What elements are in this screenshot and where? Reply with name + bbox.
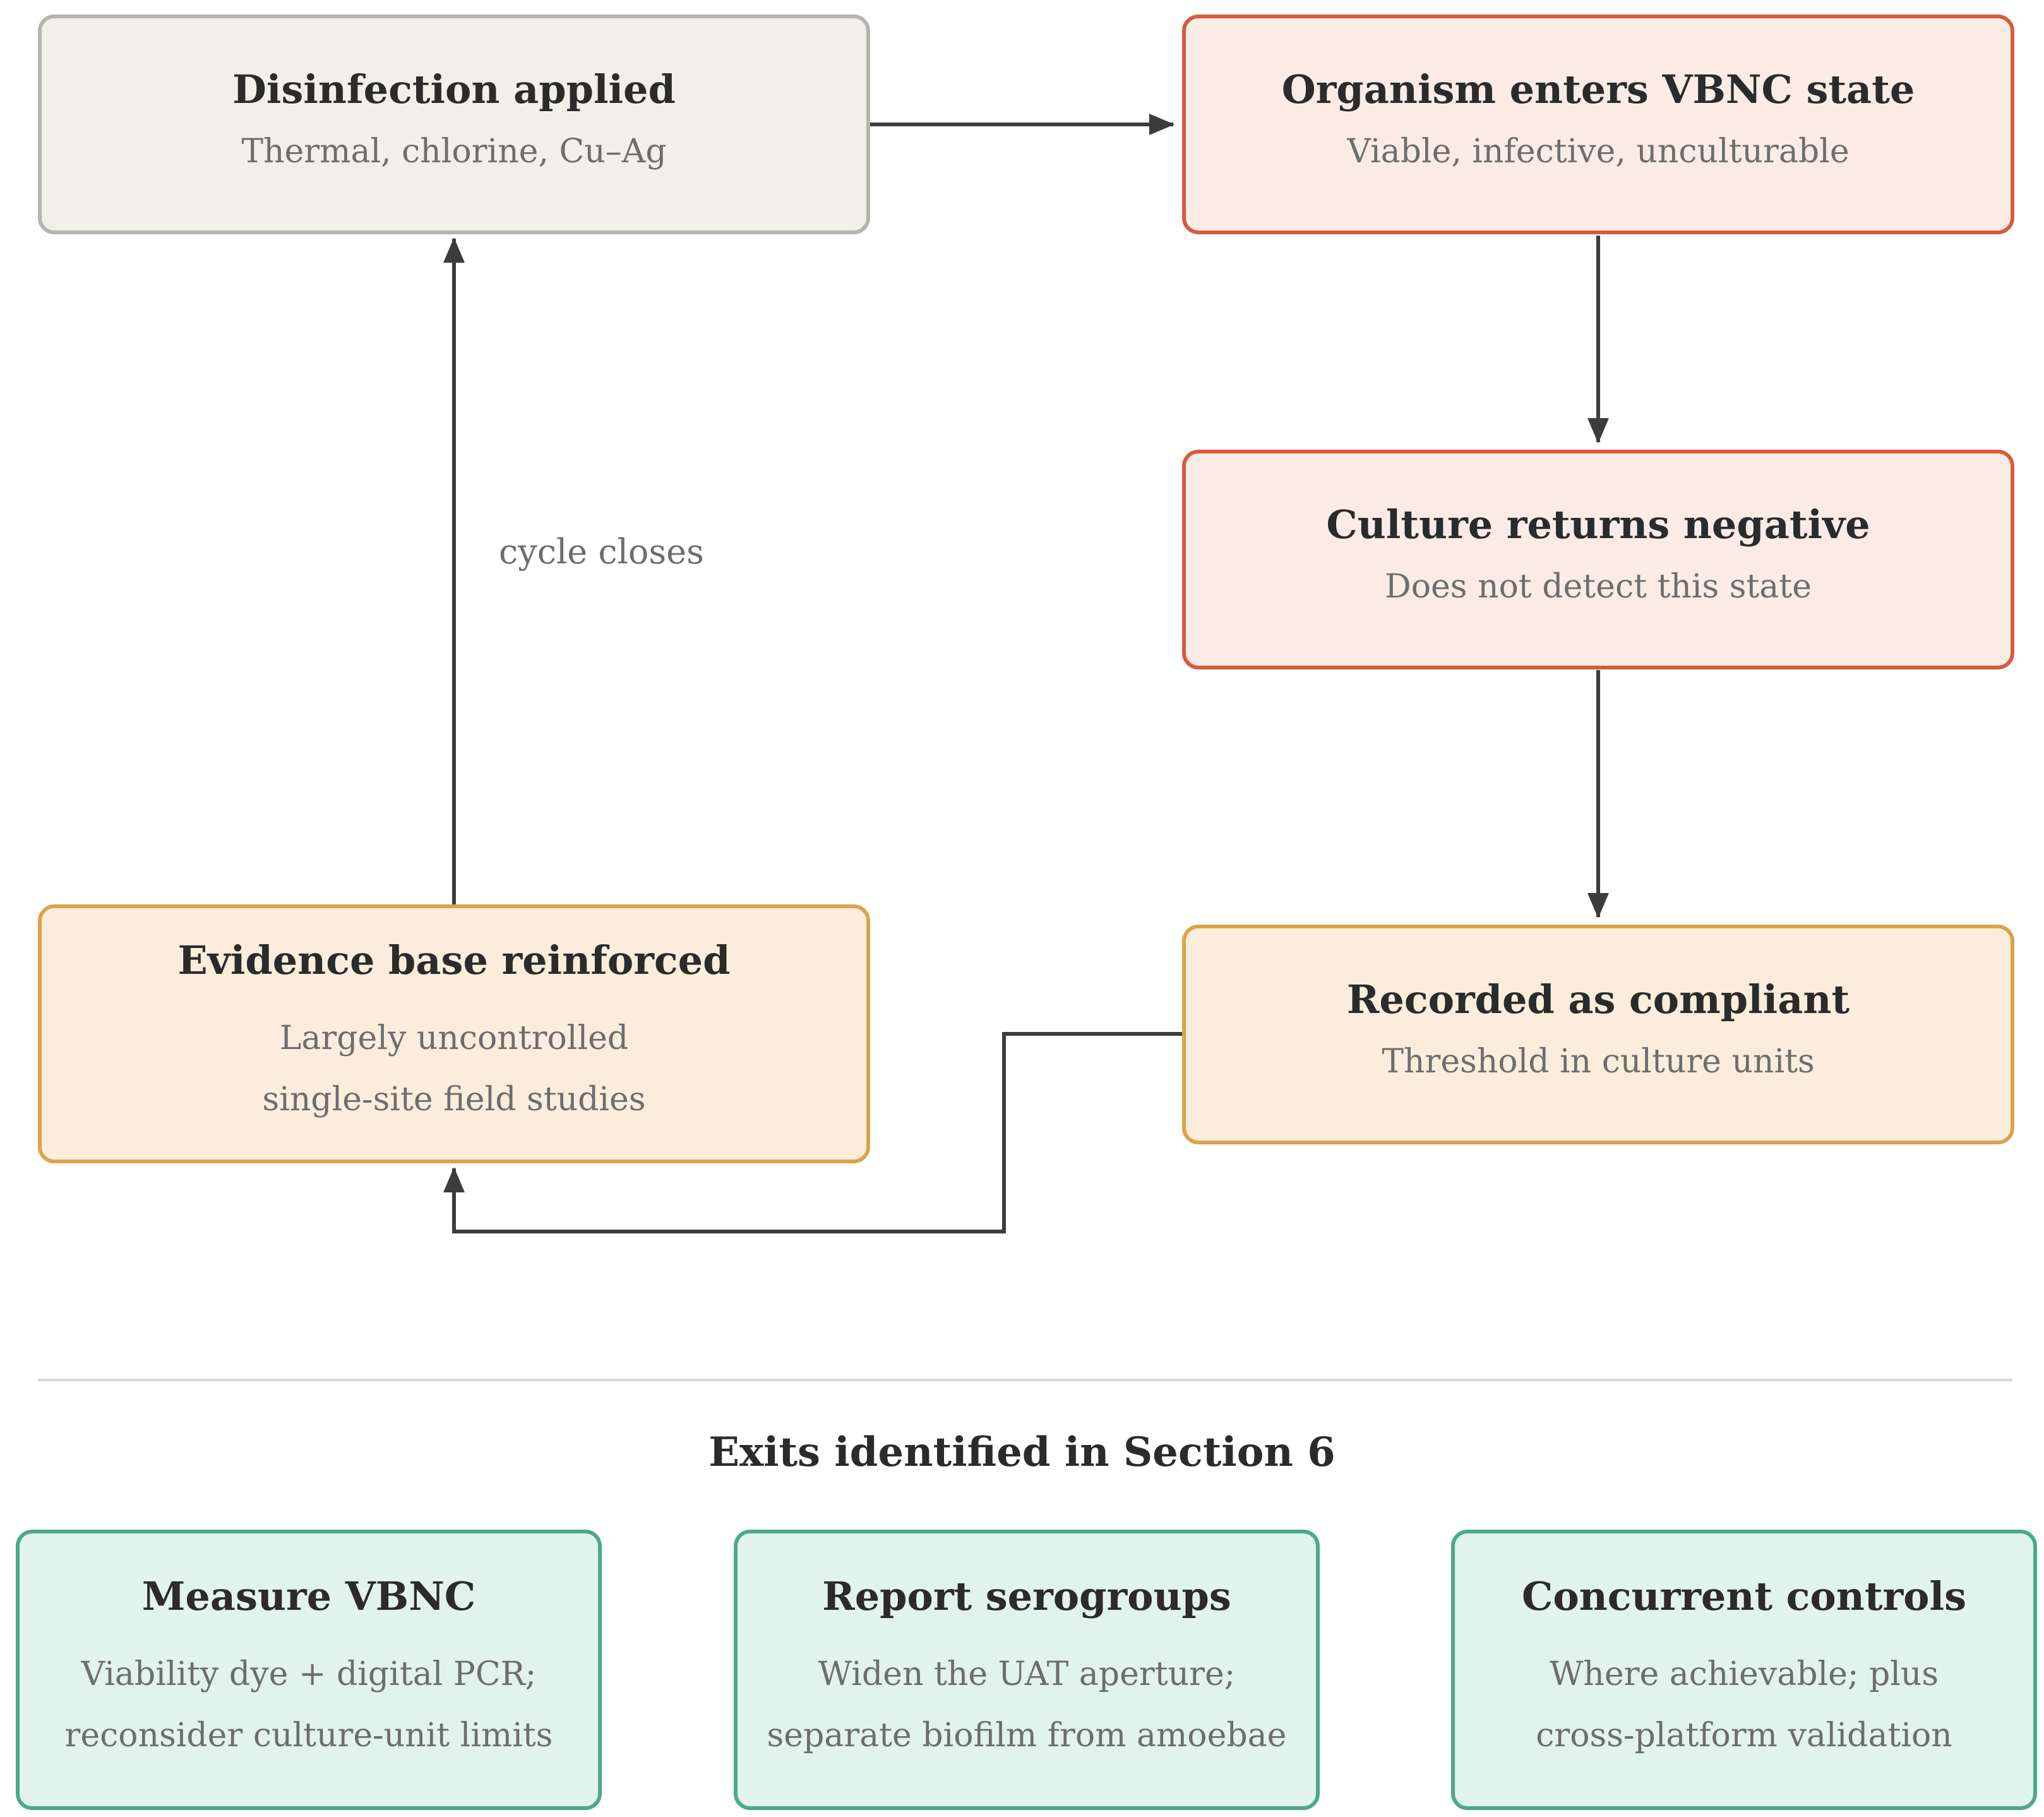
evidence-base-subtitle-line1: Largely uncontrolled bbox=[279, 1019, 629, 1058]
evidence-base-box: Evidence base reinforced Largely uncontr… bbox=[38, 904, 870, 1163]
section-divider bbox=[38, 1379, 2012, 1381]
exit-line1: Widen the UAT aperture; bbox=[818, 1655, 1236, 1694]
evidence-base-subtitle-line2: single-site field studies bbox=[262, 1080, 646, 1118]
vbnc-state-box: Organism enters VBNC state Viable, infec… bbox=[1182, 15, 2014, 234]
disinfection-applied-subtitle: Thermal, chlorine, Cu–Ag bbox=[241, 132, 667, 171]
culture-negative-subtitle: Does not detect this state bbox=[1385, 567, 1812, 606]
culture-negative-title: Culture returns negative bbox=[1326, 501, 1870, 548]
exit-title: Concurrent controls bbox=[1522, 1573, 1966, 1620]
recorded-compliant-title: Recorded as compliant bbox=[1346, 976, 1850, 1023]
disinfection-applied-title: Disinfection applied bbox=[232, 66, 676, 113]
vbnc-state-subtitle: Viable, infective, unculturable bbox=[1347, 132, 1850, 171]
exit-title: Measure VBNC bbox=[141, 1573, 476, 1620]
exits-heading: Exits identified in Section 6 bbox=[708, 1429, 1336, 1476]
exit-concurrent-controls-box: Concurrent controls Where achievable; pl… bbox=[1451, 1530, 2037, 1810]
arrow-compliant-to-evidence bbox=[443, 1032, 1182, 1233]
disinfection-applied-box: Disinfection applied Thermal, chlorine, … bbox=[38, 15, 870, 234]
exit-line1: Viability dye + digital PCR; bbox=[81, 1655, 537, 1694]
exit-line2: separate biofilm from amoebae bbox=[767, 1716, 1287, 1754]
exit-line1: Where achievable; plus bbox=[1549, 1655, 1939, 1694]
exit-report-serogroups-box: Report serogroups Widen the UAT aperture… bbox=[734, 1530, 1320, 1810]
recorded-compliant-box: Recorded as compliant Threshold in cultu… bbox=[1182, 925, 2014, 1144]
culture-negative-box: Culture returns negative Does not detect… bbox=[1182, 450, 2014, 669]
exit-line2: cross-platform validation bbox=[1536, 1716, 1952, 1754]
exit-measure-vbnc-box: Measure VBNC Viability dye + digital PCR… bbox=[16, 1530, 602, 1810]
exit-line2: reconsider culture-unit limits bbox=[64, 1716, 553, 1754]
cycle-closes-label: cycle closes bbox=[499, 532, 704, 572]
vbnc-state-title: Organism enters VBNC state bbox=[1281, 66, 1915, 113]
evidence-base-title: Evidence base reinforced bbox=[177, 937, 731, 984]
exit-title: Report serogroups bbox=[822, 1573, 1231, 1620]
recorded-compliant-subtitle: Threshold in culture units bbox=[1382, 1042, 1815, 1081]
